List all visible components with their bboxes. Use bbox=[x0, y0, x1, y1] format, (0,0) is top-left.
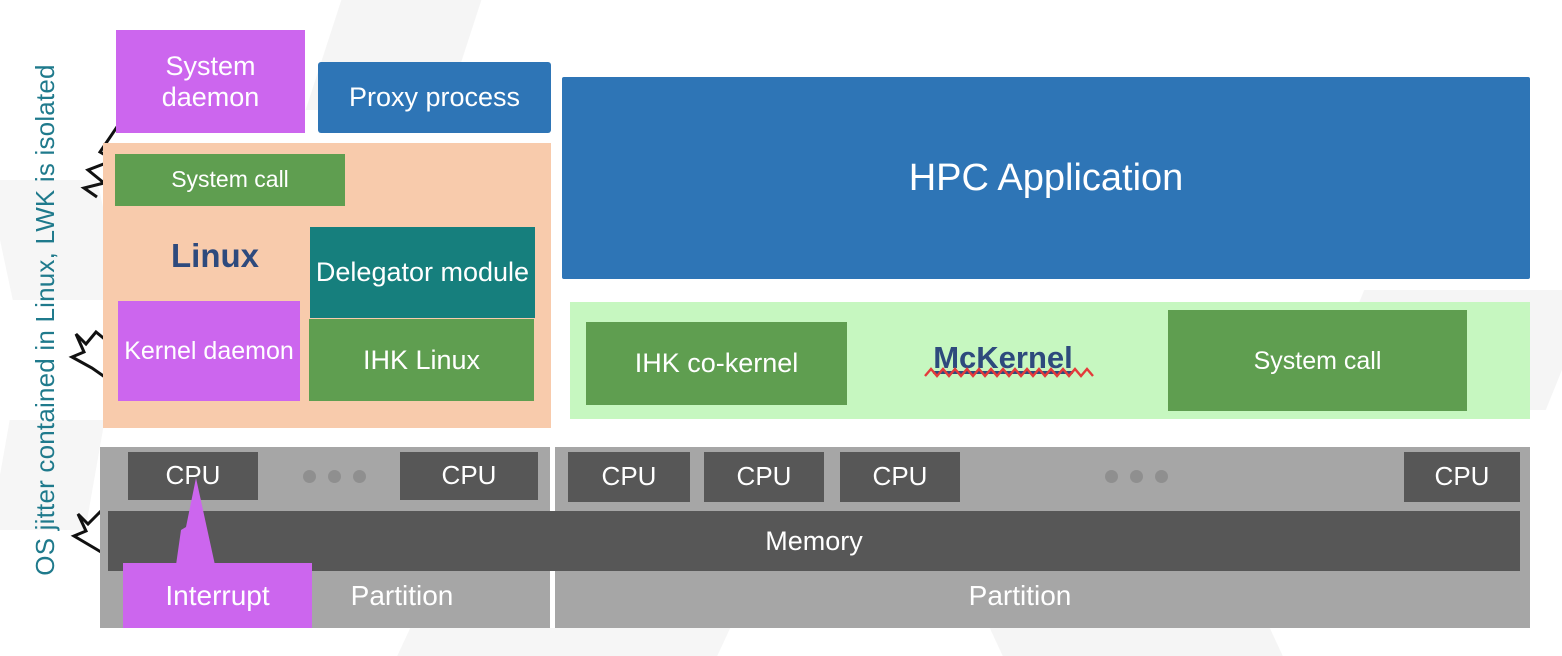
cpu-box[interactable]: CPU bbox=[128, 452, 258, 500]
cpu-box[interactable]: CPU bbox=[840, 452, 960, 502]
cpu-box[interactable]: CPU bbox=[1404, 452, 1520, 502]
cpu-box[interactable]: CPU bbox=[704, 452, 824, 502]
hpc-application-box[interactable]: HPC Application bbox=[562, 77, 1530, 279]
vertical-caption: OS jitter contained in Linux, LWK is iso… bbox=[29, 64, 60, 576]
kernel-daemon-box[interactable]: Kernel daemon bbox=[118, 301, 300, 401]
cpu-ellipsis bbox=[1105, 470, 1168, 483]
proxy-process-box[interactable]: Proxy process bbox=[318, 62, 551, 133]
system-daemon-box[interactable]: System daemon bbox=[116, 30, 305, 133]
delegator-module-box[interactable]: Delegator module bbox=[310, 227, 535, 318]
ihk-co-kernel-box[interactable]: IHK co-kernel bbox=[586, 322, 847, 405]
mckernel-system-call-box[interactable]: System call bbox=[1168, 310, 1467, 411]
partition-label-left: Partition bbox=[350, 580, 454, 612]
cpu-box[interactable]: CPU bbox=[400, 452, 538, 500]
cpu-ellipsis bbox=[303, 470, 366, 483]
memory-bar: Memory bbox=[108, 511, 1520, 571]
linux-label: Linux bbox=[171, 236, 259, 274]
mckernel-label: McKernel bbox=[933, 339, 1073, 375]
linux-system-call-box[interactable]: System call bbox=[115, 154, 345, 206]
interrupt-callout[interactable]: Interrupt bbox=[123, 563, 312, 628]
cpu-box[interactable]: CPU bbox=[568, 452, 690, 502]
partition-label-right: Partition bbox=[968, 580, 1072, 612]
ihk-linux-box[interactable]: IHK Linux bbox=[309, 319, 534, 401]
